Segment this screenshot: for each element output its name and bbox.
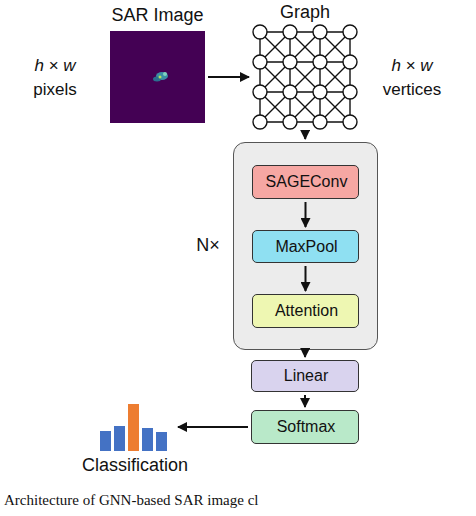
flow-arrow: [305, 266, 307, 291]
sageconv-layer: SAGEConv: [252, 165, 359, 199]
maxpool-layer: MaxPool: [252, 230, 359, 263]
graph: Graph: [252, 24, 358, 130]
node-text: Graph: [252, 2, 358, 23]
graph-grid: [260, 32, 350, 122]
dimension-label: pixels: [10, 80, 100, 100]
node-text: SAGEConv: [253, 173, 360, 191]
node-text: Attention: [253, 302, 360, 320]
figure-caption: Architecture of GNN-based SAR image cl: [4, 492, 259, 509]
dimension-label: vertices: [362, 80, 462, 100]
dimension-label: h × w: [10, 56, 100, 76]
graph-vertices: [253, 25, 357, 129]
node-text: Linear: [252, 367, 360, 385]
flow-arrow: [208, 76, 249, 78]
node-text: Classification: [50, 455, 220, 476]
class-bars: [100, 404, 167, 451]
flow-arrow: [178, 426, 248, 428]
flow-arrow: [304, 133, 306, 139]
repeat-block: N×SAGEConvMaxPoolAttention: [233, 142, 378, 350]
attention-layer: Attention: [252, 294, 359, 328]
dimension-label: h × w: [362, 56, 462, 76]
flow-arrow: [305, 202, 307, 227]
softmax-layer: Softmax: [251, 410, 359, 444]
node-text: N×: [188, 235, 228, 256]
flow-arrow: [304, 395, 306, 407]
node-text: Softmax: [252, 418, 360, 436]
node-text: SAR Image: [80, 5, 235, 26]
node-text: MaxPool: [253, 238, 360, 256]
linear-layer: Linear: [251, 360, 359, 392]
flow-arrow: [304, 353, 306, 357]
